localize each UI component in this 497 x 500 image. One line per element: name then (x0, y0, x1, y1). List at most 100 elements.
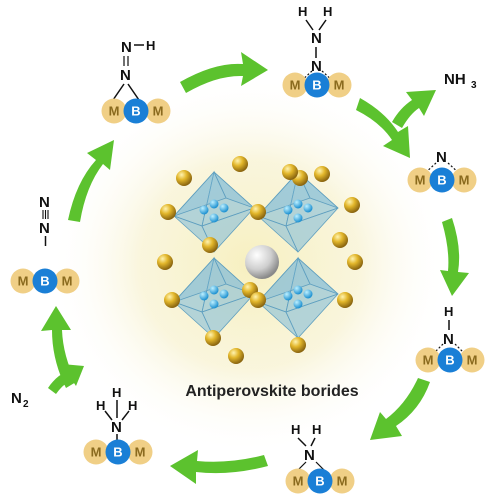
metal-atom (451, 167, 477, 193)
caption: Antiperovskite borides (185, 383, 358, 400)
n2-reactant: N 2 (11, 390, 29, 410)
boron-site (293, 299, 303, 309)
octahedron-face (173, 171, 227, 217)
metal-site (202, 237, 218, 253)
metal-atom-label: M (459, 173, 470, 188)
metal-atom (83, 439, 109, 465)
metal-atom (101, 98, 127, 124)
metal-atom (329, 468, 355, 494)
svg-text:N: N (11, 390, 22, 407)
metal-site (232, 156, 248, 172)
metal-atom-label: M (91, 445, 102, 460)
metal-site (314, 166, 330, 182)
metal-atom (326, 72, 352, 98)
svg-text:H: H (128, 398, 137, 413)
metal-atom-label: M (62, 274, 73, 289)
metal-site (176, 170, 192, 186)
center-atom (245, 245, 279, 279)
metal-site (205, 330, 221, 346)
octahedron-face (285, 207, 339, 253)
boron-atom-label: B (312, 78, 321, 93)
boron-atom-label: B (113, 445, 122, 460)
boron-atom (123, 98, 149, 124)
svg-text:NH: NH (444, 71, 466, 88)
boron-atom (307, 468, 333, 494)
octahedron-face (285, 293, 339, 339)
boron-atom (429, 167, 455, 193)
svg-text:N: N (39, 220, 50, 237)
svg-text:H: H (323, 4, 332, 19)
metal-site (290, 337, 306, 353)
metal-atom-label: M (467, 353, 478, 368)
boron-site (303, 203, 313, 213)
metal-atom (282, 72, 308, 98)
intermediate-6-surface: M MB (83, 439, 153, 465)
metal-atom (145, 98, 171, 124)
octahedron-face (173, 257, 227, 303)
boron-site (293, 213, 303, 223)
octahedron-face (257, 257, 311, 303)
metal-atom (54, 268, 80, 294)
svg-text:N: N (121, 39, 132, 56)
metal-atom (459, 347, 485, 373)
boron-site (209, 213, 219, 223)
intermediate-7: N N (39, 194, 50, 246)
arrow-right-upper (356, 98, 410, 158)
boron-site (293, 285, 303, 295)
octahedron-face (201, 293, 255, 339)
boron-atom (32, 268, 58, 294)
metal-atom-label: M (334, 78, 345, 93)
metal-atom-label: M (290, 78, 301, 93)
arrow-right-middle (440, 218, 469, 296)
crystal-structure (157, 156, 363, 364)
arrow-bottom (170, 450, 268, 484)
metal-site (347, 254, 363, 270)
svg-text:H: H (298, 4, 307, 19)
boron-site (293, 199, 303, 209)
arrow-n2-input (48, 364, 84, 394)
svg-text:N: N (304, 447, 315, 464)
svg-text:N: N (443, 331, 454, 348)
intermediate-6: H H H N (96, 385, 137, 441)
intermediate-1: H N N (112, 38, 155, 101)
svg-text:H: H (112, 385, 121, 400)
svg-text:H: H (312, 422, 321, 437)
svg-text:N: N (436, 149, 447, 166)
svg-text:N: N (111, 419, 122, 436)
svg-text:3: 3 (471, 80, 477, 91)
svg-text:H: H (444, 304, 453, 319)
metal-atom (10, 268, 36, 294)
metal-atom-label: M (135, 445, 146, 460)
metal-site (157, 254, 173, 270)
intermediate-4-surface: M MB (415, 347, 485, 373)
metal-atom (415, 347, 441, 373)
metal-atom-label: M (423, 353, 434, 368)
boron-site (199, 291, 209, 301)
metal-site (337, 292, 353, 308)
svg-text:N: N (311, 58, 322, 75)
metal-site (160, 204, 176, 220)
boron-atom-label: B (315, 474, 324, 489)
boron-atom (437, 347, 463, 373)
boron-site (283, 205, 293, 215)
intermediate-2: H H N N (298, 4, 335, 83)
boron-site (219, 203, 229, 213)
metal-atom-label: M (109, 104, 120, 119)
arrow-left-upper (68, 140, 114, 222)
metal-site (250, 292, 266, 308)
arrow-nh3-branch (392, 90, 436, 128)
svg-text:N: N (311, 30, 322, 47)
boron-site (209, 299, 219, 309)
metal-site (228, 348, 244, 364)
boron-site (209, 285, 219, 295)
arrow-top (180, 52, 268, 93)
metal-atom-label: M (153, 104, 164, 119)
svg-text:N: N (39, 194, 50, 211)
svg-text:2: 2 (23, 399, 29, 410)
boron-atom-label: B (445, 353, 454, 368)
